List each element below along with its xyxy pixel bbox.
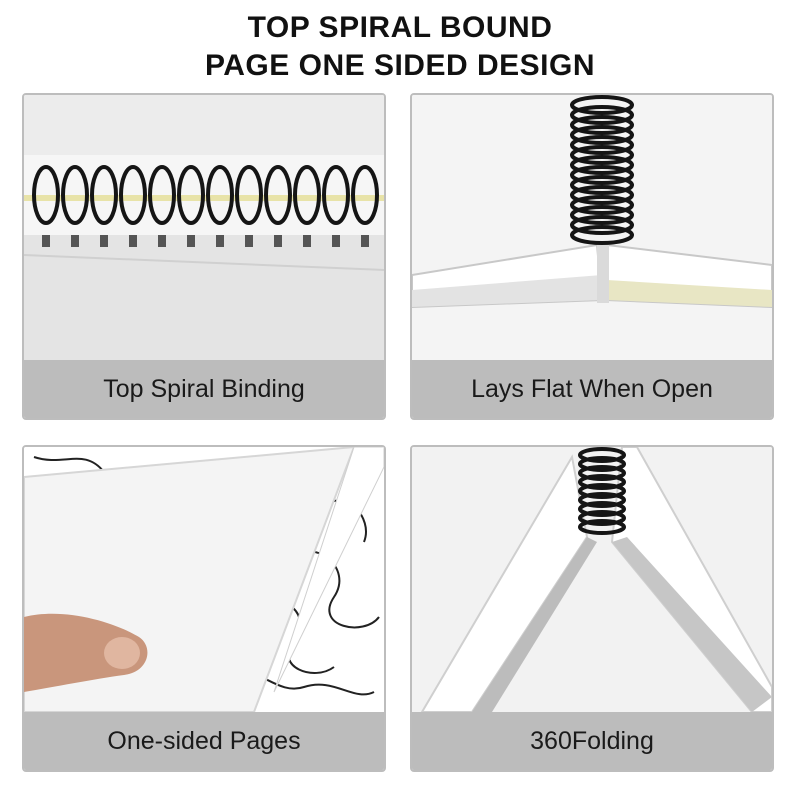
spiral-coil xyxy=(570,115,634,135)
spiral-coil xyxy=(570,195,634,215)
punched-hole xyxy=(187,235,195,247)
spiral-coil xyxy=(293,165,321,225)
feature-panel-top-spiral: Top Spiral Binding xyxy=(22,93,386,420)
spiral-coil xyxy=(570,215,634,235)
spiral-coil xyxy=(570,95,634,115)
spiral-coil xyxy=(578,483,626,499)
spiral-coil xyxy=(570,175,634,195)
spiral-coil xyxy=(90,165,118,225)
punched-hole xyxy=(361,235,369,247)
spiral-coil xyxy=(578,492,626,508)
lays-flat-photo xyxy=(412,95,772,360)
spiral-coil xyxy=(570,125,634,145)
spiral-coil xyxy=(264,165,292,225)
spiral-coil xyxy=(578,501,626,517)
feature-panel-one-sided: One-sided Pages xyxy=(22,445,386,772)
folding-photo xyxy=(412,447,772,712)
spiral-coil xyxy=(578,447,626,463)
headline-line-1: TOP SPIRAL BOUND xyxy=(247,11,553,44)
feature-caption: One-sided Pages xyxy=(24,712,384,770)
punched-hole xyxy=(332,235,340,247)
punched-hole xyxy=(158,235,166,247)
spiral-coil xyxy=(61,165,89,225)
feature-caption: 360Folding xyxy=(412,712,772,770)
punched-hole xyxy=(42,235,50,247)
spiral-coil xyxy=(570,165,634,185)
spiral-coil xyxy=(578,474,626,490)
spiral-coil xyxy=(206,165,234,225)
feature-panel-lays-flat: Lays Flat When Open xyxy=(410,93,774,420)
punched-hole xyxy=(71,235,79,247)
spiral-binding-photo xyxy=(24,95,384,360)
spiral-coil xyxy=(148,165,176,225)
spiral-coil xyxy=(570,205,634,225)
feature-caption: Top Spiral Binding xyxy=(24,360,384,418)
spiral-coil xyxy=(578,465,626,481)
punched-hole xyxy=(274,235,282,247)
punched-hole xyxy=(216,235,224,247)
spiral-coil xyxy=(32,165,60,225)
spiral-coil xyxy=(578,510,626,526)
spiral-coil xyxy=(570,135,634,155)
spiral-coil xyxy=(570,225,634,245)
spiral-coil xyxy=(322,165,350,225)
punched-hole xyxy=(129,235,137,247)
headline-line-2: PAGE ONE SIDED DESIGN xyxy=(204,49,595,82)
spiral-coil xyxy=(351,165,379,225)
punched-hole xyxy=(245,235,253,247)
spiral-coil xyxy=(578,519,626,535)
punched-hole xyxy=(100,235,108,247)
spiral-coil xyxy=(570,185,634,205)
feature-panel-360-folding: 360Folding xyxy=(410,445,774,772)
spiral-coil xyxy=(570,155,634,175)
spiral-coil xyxy=(570,145,634,165)
punched-hole xyxy=(303,235,311,247)
feature-caption: Lays Flat When Open xyxy=(412,360,772,418)
spiral-coil xyxy=(570,105,634,125)
spiral-coil xyxy=(235,165,263,225)
spiral-coil xyxy=(578,456,626,472)
spiral-coil xyxy=(177,165,205,225)
spiral-coil xyxy=(119,165,147,225)
one-sided-pages-photo xyxy=(24,447,384,712)
